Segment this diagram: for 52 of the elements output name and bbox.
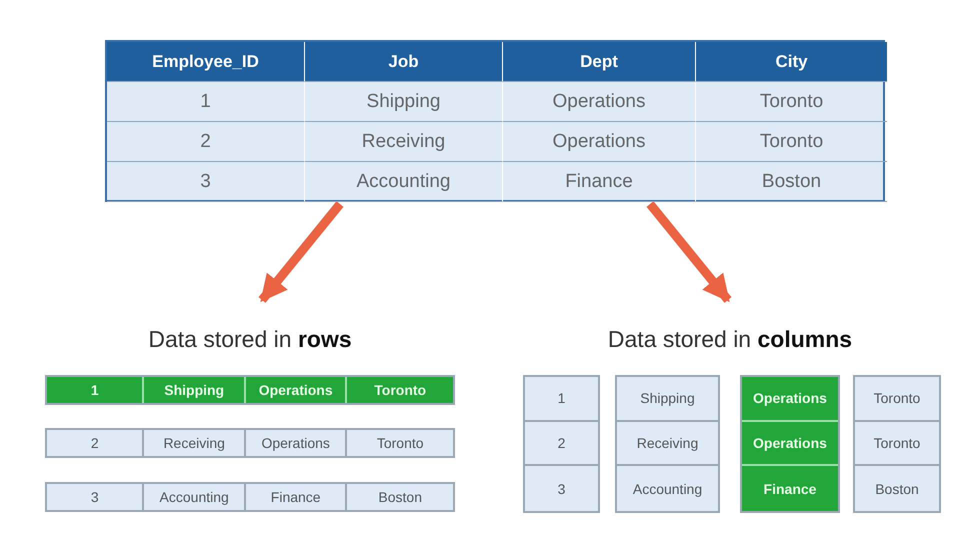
table-cell: 2: [107, 122, 305, 162]
table-cell-text: Boston: [377, 488, 423, 507]
table-cell-text: Toronto: [373, 381, 428, 400]
table-cell: Receiving: [144, 430, 246, 456]
table-cell: Operations: [503, 122, 696, 162]
table-cell: Shipping: [617, 377, 718, 422]
column-header: Employee_ID: [107, 42, 305, 82]
table-cell: Finance: [503, 162, 696, 202]
table-cell: Operations: [742, 422, 838, 466]
arrow: [646, 201, 732, 303]
arrow: [258, 201, 344, 303]
table-cell: 1: [107, 82, 305, 122]
table-cell: Accounting: [305, 162, 503, 202]
table-cell: Shipping: [144, 377, 246, 403]
table-cell: Receiving: [617, 422, 718, 466]
table-cell: Toronto: [696, 82, 887, 122]
table-cell: 2: [525, 422, 598, 466]
column-strip: [740, 375, 840, 513]
column-header: City: [696, 42, 887, 82]
table-cell-text: Boston: [874, 480, 920, 499]
table-cell: Shipping: [305, 82, 503, 122]
column-header: Dept: [503, 42, 696, 82]
table-cell-text: Toronto: [376, 434, 425, 453]
table-cell: Toronto: [696, 122, 887, 162]
table-cell: Finance: [246, 484, 348, 510]
table-cell: 3: [47, 484, 144, 510]
column-header: Job: [305, 42, 503, 82]
table-cell: Toronto: [855, 377, 939, 422]
table-cell: 1: [47, 377, 144, 403]
table-cell: Operations: [503, 82, 696, 122]
table-cell-text: Finance: [762, 480, 818, 499]
row-strip: [45, 482, 455, 512]
table-cell: 2: [47, 430, 144, 456]
section-heading: Data stored in rows: [147, 326, 353, 353]
column-strip: [523, 375, 600, 513]
table-cell: Receiving: [305, 122, 503, 162]
table-cell-text: 3: [556, 480, 566, 499]
table-cell: Operations: [742, 377, 838, 422]
data-table: [105, 40, 885, 202]
table-cell: 1: [525, 377, 598, 422]
table-cell: Accounting: [144, 484, 246, 510]
row-strip: [45, 428, 455, 458]
table-cell-text: Accounting: [632, 480, 704, 499]
section-heading: Data stored in columns: [606, 326, 854, 353]
column-strip: [853, 375, 941, 513]
table-cell: 3: [107, 162, 305, 202]
table-cell: Operations: [246, 377, 348, 403]
row-strip: [45, 375, 455, 405]
table-cell: Boston: [696, 162, 887, 202]
table-cell: Operations: [246, 430, 348, 456]
table-cell: Toronto: [855, 422, 939, 466]
column-strip: [615, 375, 720, 513]
